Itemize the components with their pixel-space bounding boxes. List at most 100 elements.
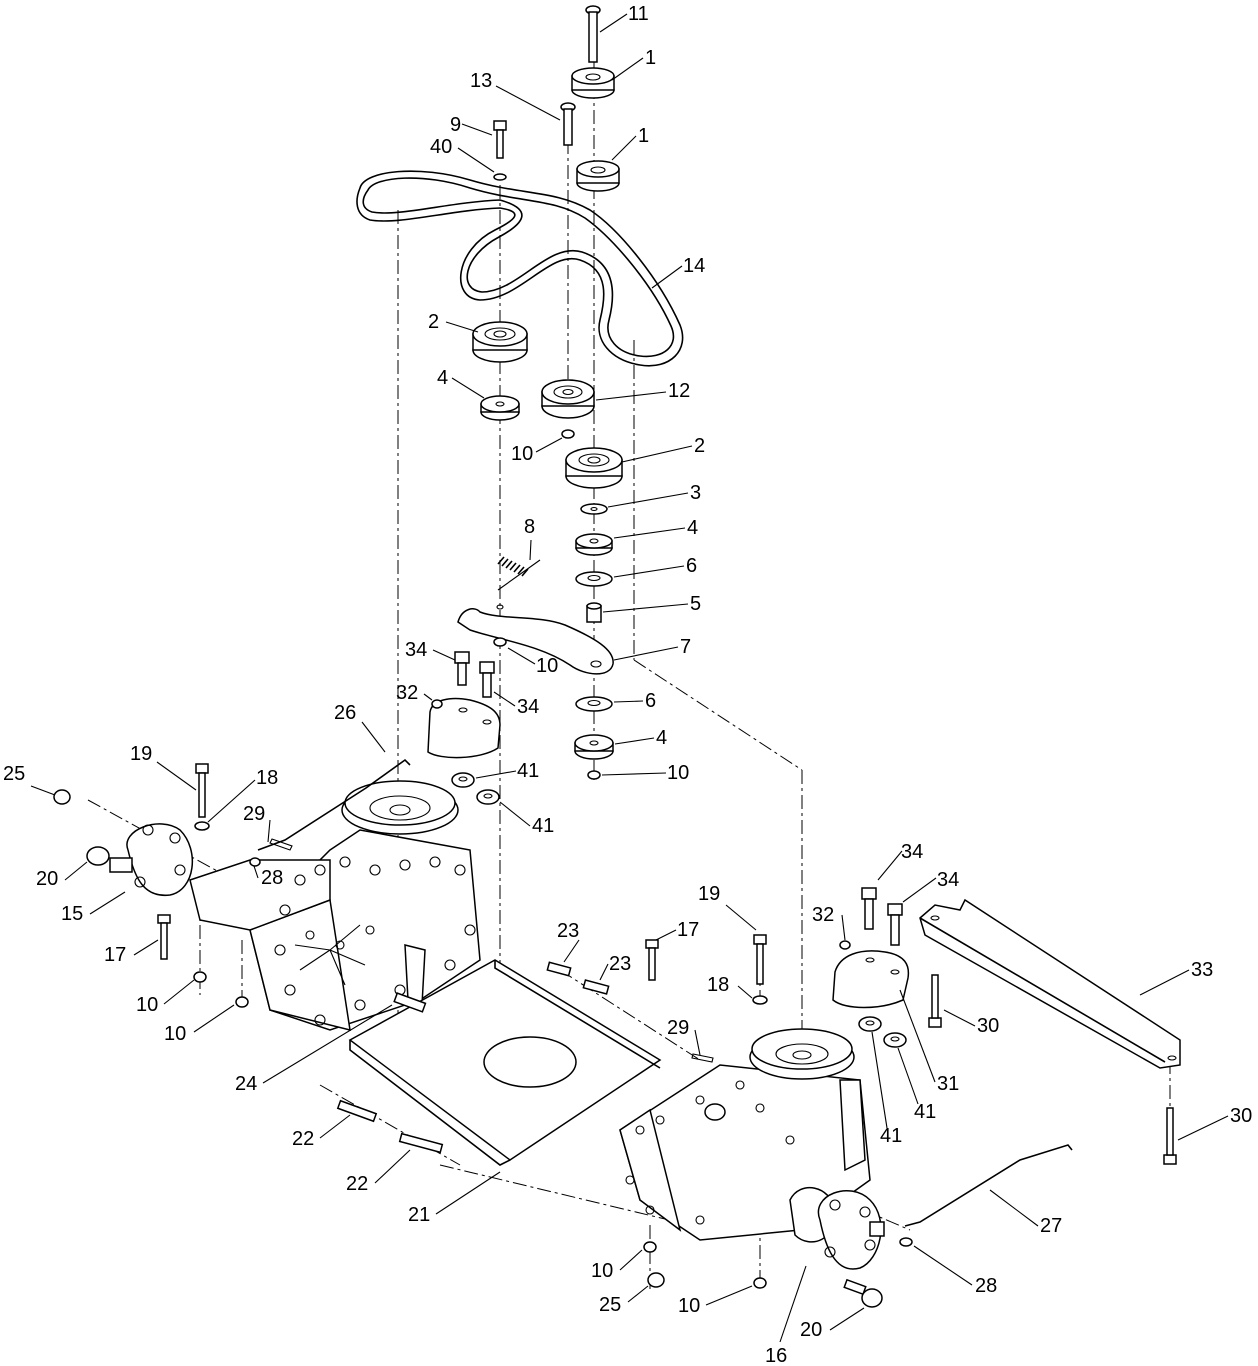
callout-5: 5 — [690, 593, 701, 615]
bolt-9 — [493, 120, 507, 159]
washer-18-left — [194, 821, 210, 831]
leader-line — [902, 877, 937, 903]
leader-line — [627, 1285, 649, 1303]
callout-41-right-b: 41 — [914, 1101, 936, 1123]
leader-line — [614, 737, 655, 745]
shield-33 — [919, 898, 1181, 1069]
callout-29-left: 29 — [243, 803, 265, 825]
leader-line — [319, 1114, 351, 1139]
leader-line — [897, 1047, 919, 1105]
callout-17-left: 17 — [104, 944, 126, 966]
callout-2-left: 2 — [428, 311, 439, 333]
idler-pulley-1-top — [571, 67, 615, 99]
callout-4-right: 4 — [687, 517, 698, 539]
leader-line — [829, 1307, 865, 1331]
callout-29-right: 29 — [667, 1017, 689, 1039]
callout-17-right: 17 — [677, 919, 699, 941]
leader-line — [595, 391, 667, 401]
pulley-12 — [541, 379, 595, 419]
leader-line — [913, 1245, 973, 1286]
leader-line — [262, 1004, 393, 1084]
leader-line — [611, 57, 644, 81]
bolt-11 — [585, 5, 601, 63]
leader-line — [507, 647, 536, 665]
callout-12: 12 — [668, 380, 690, 402]
callout-28-left: 28 — [261, 867, 283, 889]
callout-10-b: 10 — [536, 655, 558, 677]
clip-29-left — [269, 838, 293, 851]
spacer-4-right — [575, 533, 613, 556]
bolt-13 — [560, 102, 576, 146]
callout-41-right-a: 41 — [880, 1125, 902, 1147]
callout-1-lower: 1 — [638, 125, 649, 147]
nut-10-right-a — [643, 1241, 657, 1253]
callout-34-left-b: 34 — [517, 696, 539, 718]
callout-11: 11 — [628, 3, 649, 25]
leader-line — [1177, 1115, 1229, 1141]
leader-line — [451, 377, 485, 399]
leader-line — [529, 539, 532, 561]
callout-34-left-a: 34 — [405, 639, 427, 661]
lug-nut-20-left — [86, 846, 110, 866]
leader-line — [779, 1265, 807, 1343]
nut-10-left-b — [235, 996, 249, 1008]
leader-line — [461, 123, 493, 136]
callout-22-b: 22 — [346, 1173, 368, 1195]
idler-pulley-2-left — [472, 321, 528, 363]
leader-line — [841, 914, 846, 941]
callout-23-b: 23 — [609, 953, 631, 975]
nut-25-left — [53, 789, 71, 805]
callout-41-left-a: 41 — [517, 760, 539, 782]
callout-10-right-b: 10 — [678, 1295, 700, 1317]
nut-10-c — [587, 770, 601, 780]
leader-line — [607, 492, 689, 508]
leader-line — [989, 1189, 1039, 1227]
leader-line — [694, 1029, 701, 1056]
leader-line — [361, 721, 386, 753]
washer-3 — [580, 503, 608, 515]
leader-line — [599, 13, 628, 33]
leader-line — [535, 437, 563, 453]
callout-25-left: 25 — [3, 763, 25, 785]
leader-line — [619, 1249, 643, 1271]
leader-line — [432, 649, 456, 661]
callout-3: 3 — [690, 482, 701, 504]
callout-10-right-a: 10 — [591, 1260, 613, 1282]
leader-line — [705, 1285, 753, 1306]
callout-6-lower: 6 — [645, 690, 656, 712]
bolt-34-right-b — [887, 903, 903, 946]
spring-8 — [497, 556, 541, 591]
bushing-5 — [586, 602, 602, 623]
stud-32-left — [431, 699, 443, 709]
callout-32-left: 32 — [396, 682, 418, 704]
callout-34-right-a: 34 — [901, 841, 923, 863]
leader-line — [156, 761, 197, 791]
washer-28-left — [249, 857, 261, 867]
right-transmission — [619, 1028, 871, 1243]
callout-32-right: 32 — [812, 904, 834, 926]
spacer-4-lower — [574, 734, 614, 760]
leader-line — [943, 1009, 976, 1027]
callout-labels: 11 1 13 1 9 40 14 2 12 4 10 2 3 4 8 6 5 … — [3, 3, 1252, 1366]
leader-line — [374, 1149, 411, 1184]
leader-line — [435, 1171, 501, 1215]
washer-28-right — [899, 1237, 913, 1247]
callout-23-a: 23 — [557, 920, 579, 942]
callout-28-right: 28 — [975, 1275, 997, 1297]
callout-10-left-b: 10 — [164, 1023, 186, 1045]
leader-line — [495, 85, 561, 121]
leader-line — [655, 929, 677, 941]
leader-line — [133, 939, 159, 956]
wheel-hub-15 — [109, 823, 194, 896]
leader-line — [737, 985, 753, 999]
callout-8: 8 — [524, 516, 535, 538]
callout-16: 16 — [765, 1345, 787, 1366]
callout-20-left: 20 — [36, 868, 58, 890]
bolt-17-right — [645, 939, 659, 981]
leader-line — [613, 700, 644, 703]
callout-9: 9 — [450, 114, 461, 136]
leader-line — [267, 819, 271, 843]
leader-line — [899, 989, 936, 1083]
callout-31: 31 — [937, 1073, 959, 1095]
